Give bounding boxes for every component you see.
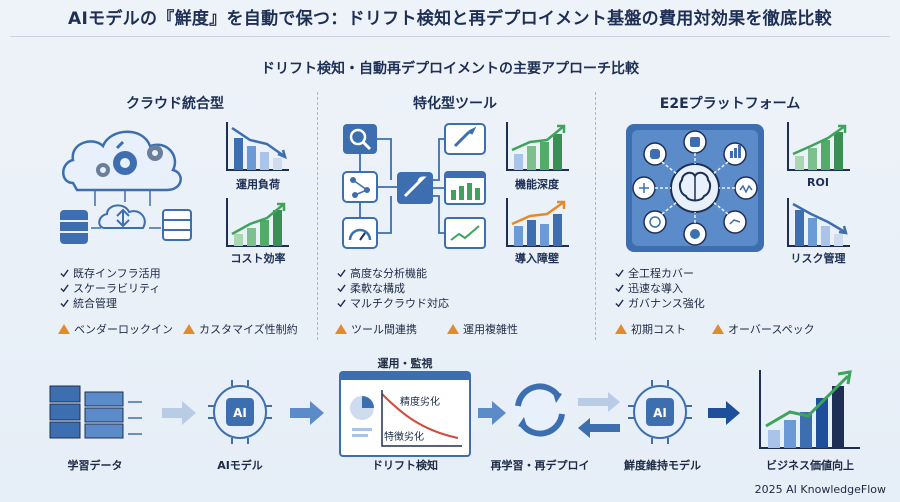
- column-title-cloud: クラウド統合型: [126, 96, 224, 112]
- risk-management-chart-icon: [787, 198, 850, 247]
- feature-list: 全工程カバー 迅速な導入 ガバナンス強化: [615, 266, 705, 311]
- monitor-label: 運用・監視: [377, 357, 433, 370]
- ai-model-brain-icon: AI: [208, 380, 272, 444]
- column-divider: [317, 92, 318, 340]
- feature-item: 統合管理: [60, 296, 161, 311]
- flow-step-label: 再学習・再デプロイ: [490, 459, 590, 472]
- feature-item: 既存インフラ活用: [60, 266, 161, 281]
- ai-chip-label: AI: [233, 406, 247, 420]
- warning-icon: [58, 324, 70, 334]
- feature-item: 迅速な導入: [615, 281, 705, 296]
- e2e-platform-icon: [626, 124, 764, 252]
- fresh-model-brain-icon: AI: [628, 380, 692, 444]
- check-icon: [60, 269, 69, 278]
- check-icon: [60, 284, 69, 293]
- feature-item: 高度な分析機能: [337, 266, 449, 281]
- feature-list: 既存インフラ活用 スケーラビリティ 統合管理: [60, 266, 161, 311]
- page-title: AIモデルの『鮮度』を自動で保つ：ドリフト検知と再デプロイメント基盤の費用対効果…: [68, 9, 832, 29]
- title-divider: [10, 36, 890, 37]
- flow-arrow: [290, 401, 324, 425]
- feature-item: マルチクラウド対応: [337, 296, 449, 311]
- check-icon: [337, 269, 346, 278]
- feature-item: スケーラビリティ: [60, 281, 161, 296]
- metric-label: コスト効率: [230, 252, 286, 265]
- retrain-cycle-icon: [512, 382, 568, 438]
- monitor-line-label: 精度劣化: [400, 395, 440, 408]
- flow-arrow: [578, 418, 620, 438]
- footer-credit: 2025 AI KnowledgeFlow: [754, 483, 886, 496]
- warning-row: ベンダーロックイン カスタマイズ性制約: [58, 321, 298, 337]
- check-icon: [60, 299, 69, 308]
- flow-arrow: [578, 392, 620, 412]
- adoption-barrier-chart-icon: [506, 198, 569, 247]
- check-icon: [615, 299, 624, 308]
- check-icon: [615, 284, 624, 293]
- column-title-e2e: E2Eプラットフォーム: [659, 96, 801, 112]
- drift-detection-monitor-icon: 精度劣化 特徴劣化: [339, 371, 471, 457]
- warning-row: ツール間連携 運用複雑性: [335, 321, 518, 337]
- check-icon: [337, 299, 346, 308]
- flow-diagram: AI 精度劣化 特徴劣化 AI: [49, 370, 860, 457]
- monitor-line-label: 特徴劣化: [384, 430, 424, 443]
- metric-label: 機能深度: [515, 178, 559, 191]
- warning-icon: [335, 324, 347, 334]
- feature-item: ガバナンス強化: [615, 296, 705, 311]
- feature-list: 高度な分析機能 柔軟な構成 マルチクラウド対応: [337, 266, 449, 311]
- page-subtitle: ドリフト検知・自動再デプロイメントの主要アプローチ比較: [261, 61, 639, 77]
- specialized-tools-diagram-icon: [342, 123, 486, 249]
- warning-icon: [183, 324, 195, 334]
- warning-row: 初期コスト オーバースペック: [615, 321, 815, 337]
- flow-step-label: 学習データ: [67, 459, 123, 472]
- roi-chart-icon: [787, 122, 850, 171]
- warning-icon: [615, 324, 627, 334]
- flow-step-label: ビジネス価値向上: [766, 459, 854, 472]
- flow-arrow: [478, 401, 506, 425]
- flow-step-label: AIモデル: [217, 459, 263, 472]
- operational-load-chart-icon: [226, 122, 289, 171]
- flow-step-label: ドリフト検知: [372, 459, 438, 472]
- metric-label: ROI: [807, 176, 829, 189]
- metric-label: リスク管理: [790, 252, 846, 265]
- cloud-integration-icon: [60, 130, 192, 244]
- check-icon: [615, 269, 624, 278]
- warning-icon: [447, 324, 459, 334]
- metric-label: 運用負荷: [236, 178, 280, 191]
- metric-label: 導入障壁: [515, 252, 559, 265]
- check-icon: [337, 284, 346, 293]
- ai-chip-label: AI: [653, 406, 667, 420]
- cost-efficiency-chart-icon: [226, 198, 289, 247]
- business-value-chart-icon: [759, 370, 860, 449]
- column-title-specialized: 特化型ツール: [413, 96, 497, 112]
- flow-arrow: [162, 401, 196, 425]
- column-divider: [595, 92, 596, 340]
- flow-step-label: 鮮度維持モデル: [624, 459, 701, 472]
- feature-item: 全工程カバー: [615, 266, 705, 281]
- feature-item: 柔軟な構成: [337, 281, 449, 296]
- training-data-icon: [49, 385, 142, 439]
- warning-icon: [712, 324, 724, 334]
- feature-depth-chart-icon: [506, 122, 569, 171]
- flow-arrow: [708, 401, 740, 425]
